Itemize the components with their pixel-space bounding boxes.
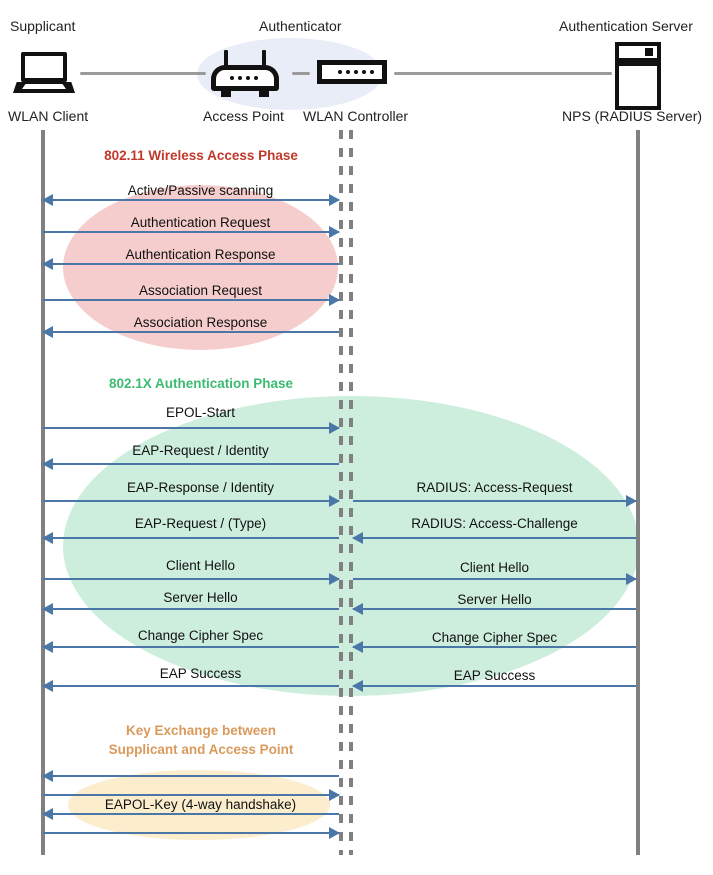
message-arrow [42, 641, 339, 653]
laptop-icon [13, 52, 75, 94]
message-arrow [43, 422, 340, 434]
message-label: RADIUS: Access-Challenge [411, 516, 578, 531]
phase-title-8021x: 802.1X Authentication Phase [108, 376, 294, 391]
message-arrow [42, 680, 339, 692]
phase-blob-80211 [63, 185, 338, 350]
message-arrow [43, 226, 340, 238]
actor-device-supplicant: WLAN Client [8, 108, 89, 124]
wire-controller-to-server [394, 72, 612, 75]
server-tower-icon [615, 42, 661, 110]
message-arrow [352, 603, 636, 615]
message-arrow [42, 603, 339, 615]
lifeline-supplicant [41, 130, 45, 855]
lifeline-auth-server [636, 130, 640, 855]
wire-client-to-ap [80, 72, 206, 75]
actor-role-supplicant: Supplicant [10, 18, 76, 34]
message-arrow [43, 495, 340, 507]
message-label: Server Hello [457, 592, 532, 607]
message-arrow [42, 458, 339, 470]
message-arrow [43, 789, 340, 801]
message-label: Client Hello [459, 560, 530, 575]
wire-ap-to-controller [292, 72, 310, 75]
message-arrow [42, 770, 339, 782]
message-label: Authentication Request [130, 215, 271, 230]
actor-device-wlan-controller: WLAN Controller [303, 108, 409, 124]
message-label: EAP-Request / Identity [132, 443, 269, 458]
message-arrow [352, 680, 636, 692]
phase-blob-key-exchange [68, 770, 330, 840]
actor-role-auth-server: Authentication Server [559, 18, 693, 34]
message-label: Change Cipher Spec [431, 630, 558, 645]
message-arrow [353, 495, 637, 507]
actor-device-auth-server: NPS (RADIUS Server) [562, 108, 703, 124]
message-arrow [42, 194, 340, 206]
message-label: Association Request [138, 283, 263, 298]
message-arrow [42, 326, 339, 338]
lifeline-wlan-controller [349, 130, 353, 855]
message-arrow [43, 827, 340, 839]
message-label: EAP Success [159, 666, 242, 681]
message-arrow [43, 573, 340, 585]
actor-role-authenticator: Authenticator [259, 18, 342, 34]
message-label: Change Cipher Spec [137, 628, 264, 643]
message-label: Client Hello [165, 558, 236, 573]
message-label: EPOL-Start [165, 405, 236, 420]
message-arrow [352, 641, 636, 653]
actor-device-access-point: Access Point [203, 108, 284, 124]
message-label: EAP-Request / (Type) [134, 516, 267, 531]
message-arrow [42, 808, 339, 820]
message-label: Authentication Response [125, 247, 276, 262]
message-arrow [42, 532, 339, 544]
wireless-router-icon [211, 50, 279, 98]
message-label: RADIUS: Access-Request [416, 480, 573, 495]
message-arrow [353, 573, 637, 585]
message-arrow [352, 532, 636, 544]
message-label: Active/Passive scanning [127, 183, 274, 198]
message-label: EAP Success [453, 668, 536, 683]
message-arrow [43, 294, 340, 306]
message-label: EAPOL-Key (4-way handshake) [104, 797, 297, 812]
lifeline-access-point [339, 130, 343, 855]
message-label: Server Hello [163, 590, 238, 605]
message-arrow [42, 258, 339, 270]
phase-title-80211: 802.11 Wireless Access Phase [104, 148, 298, 163]
message-label: Association Response [133, 315, 268, 330]
message-label: EAP-Response / Identity [126, 480, 275, 495]
phase-title-key-exchange: Key Exchange between Supplicant and Acce… [108, 723, 294, 757]
network-controller-icon [317, 60, 387, 84]
